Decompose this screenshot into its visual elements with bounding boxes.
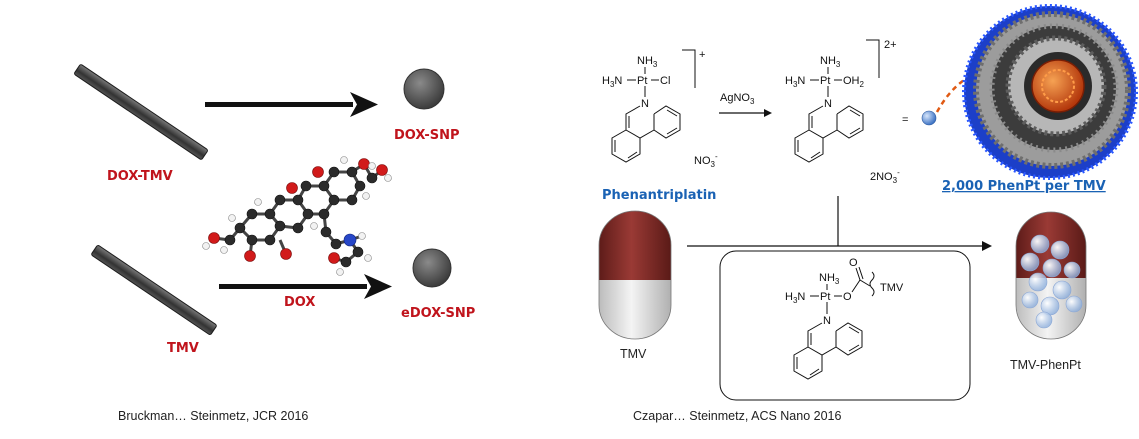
dox-tmv-rod [74,64,208,160]
svg-text:+: + [699,49,705,61]
doxorubicin-molecule-model [202,156,392,276]
phenantriplatin-label: Phenantriplatin [602,188,716,203]
tmv-phenpt-capsule [1015,211,1087,340]
tmv-caption: TMV [620,347,647,361]
edox-snp-label: eDOX-SNP [401,306,475,321]
conjugate-structure: NH3 H3N Pt O O TMV N [785,257,904,380]
svg-text:O: O [843,291,852,303]
svg-text:NH3: NH3 [820,55,841,69]
dox-snp-label: DOX-SNP [394,128,460,143]
aqua-complex-structure: NH3 H3N Pt OH2 N 2+ 2NO3- [785,39,900,185]
equals-sign: = [902,114,908,126]
svg-text:Pt: Pt [820,291,830,303]
svg-text:N: N [641,98,649,110]
tmv-capsule [598,210,672,340]
svg-text:H3N: H3N [602,75,622,89]
dox-snp-sphere [403,68,445,110]
left-panel: DOX-TMV DOX-SNP [74,64,475,423]
tmv-label: TMV [167,341,199,356]
svg-text:AgNO3: AgNO3 [720,92,755,106]
conjugate-box [719,250,971,401]
svg-text:2NO3-: 2NO3- [870,168,900,185]
left-citation: Bruckman… Steinmetz, JCR 2016 [118,409,308,423]
reaction-arrow-top [205,92,378,117]
edox-snp-sphere [412,248,452,288]
svg-text:Pt: Pt [637,75,647,87]
right-citation: Czapar… Steinmetz, ACS Nano 2016 [633,409,841,423]
right-panel: NH3 H3N Pt Cl N + NO3- Phenantriplatin [598,4,1138,423]
svg-text:TMV: TMV [880,282,904,294]
phenantriplatin-structure: NH3 H3N Pt Cl N + NO3- [602,49,718,169]
svg-text:H3N: H3N [785,291,805,305]
svg-text:Pt: Pt [820,75,830,87]
svg-text:OH2: OH2 [843,75,865,89]
agno3-reaction: AgNO3 [719,92,772,117]
svg-text:O: O [849,257,858,269]
svg-text:2+: 2+ [884,39,897,51]
tmv-rod [91,245,217,335]
svg-text:H3N: H3N [785,75,805,89]
svg-text:NH3: NH3 [637,55,658,69]
dox-tmv-label: DOX-TMV [107,169,173,184]
phenpt-per-tmv-label: 2,000 PhenPt per TMV [942,179,1106,194]
reaction-arrow-bottom [219,274,392,299]
tmv-phenpt-caption: TMV-PhenPt [1010,358,1081,372]
dox-label: DOX [284,295,315,310]
svg-text:NH3: NH3 [819,272,840,286]
svg-text:NO3-: NO3- [694,152,718,169]
tmv-cross-section-model [962,4,1138,180]
svg-text:N: N [823,315,831,327]
phenpt-particle [921,110,937,126]
svg-text:Cl: Cl [660,75,670,87]
connector-arrowhead [982,241,992,251]
svg-text:N: N [824,98,832,110]
